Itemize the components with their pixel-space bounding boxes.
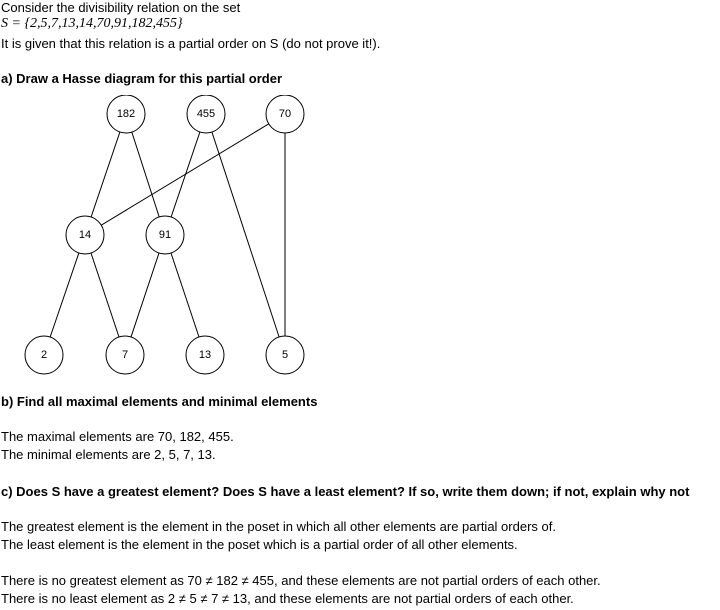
node-7-label: 7 xyxy=(122,349,128,361)
intro-line-3: It is given that this relation is a part… xyxy=(1,36,381,51)
node-455: 455 xyxy=(186,95,226,134)
edge-182-91 xyxy=(125,113,166,236)
node-14-label: 14 xyxy=(79,229,91,241)
node-182: 182 xyxy=(106,95,146,134)
edge-91-7 xyxy=(124,234,166,356)
node-13-label: 13 xyxy=(199,349,211,361)
edge-182-14 xyxy=(84,113,127,236)
node-2-label: 2 xyxy=(41,349,47,361)
part-a-heading: a) Draw a Hasse diagram for this partial… xyxy=(1,71,283,86)
edge-455-5 xyxy=(205,113,286,356)
no-least-element: There is no least element as 2 ≠ 5 ≠ 7 ≠… xyxy=(1,591,574,606)
edge-70-14 xyxy=(84,113,286,236)
edge-14-2 xyxy=(43,234,86,356)
node-5: 5 xyxy=(265,335,305,375)
node-14: 14 xyxy=(65,215,105,255)
set-expression: S = {2,5,7,13,14,70,91,182,455} xyxy=(1,16,183,31)
node-2: 2 xyxy=(24,335,64,375)
node-13: 13 xyxy=(185,335,225,375)
edge-91-13 xyxy=(164,234,206,356)
minimal-elements: The minimal elements are 2, 5, 7, 13. xyxy=(1,447,216,462)
node-91: 91 xyxy=(145,215,185,255)
no-greatest-element: There is no greatest element as 70 ≠ 182… xyxy=(1,573,601,588)
node-182-label: 182 xyxy=(117,108,135,120)
least-definition: The least element is the element in the … xyxy=(1,537,518,552)
node-91-label: 91 xyxy=(159,229,171,241)
node-7: 7 xyxy=(105,335,145,375)
maximal-elements: The maximal elements are 70, 182, 455. xyxy=(1,429,234,444)
part-c-heading: c) Does S have a greatest element? Does … xyxy=(1,484,690,499)
part-b-heading: b) Find all maximal elements and minimal… xyxy=(1,394,318,409)
hasse-diagram: 182 455 70 14 91 2 7 13 5 xyxy=(24,95,305,375)
node-70-label: 70 xyxy=(279,108,291,120)
node-70: 70 xyxy=(265,95,305,134)
node-5-label: 5 xyxy=(282,349,288,361)
intro-line-1: Consider the divisibility relation on th… xyxy=(1,0,241,15)
greatest-definition: The greatest element is the element in t… xyxy=(1,519,556,534)
edge-14-7 xyxy=(84,234,126,356)
node-455-label: 455 xyxy=(197,108,215,120)
